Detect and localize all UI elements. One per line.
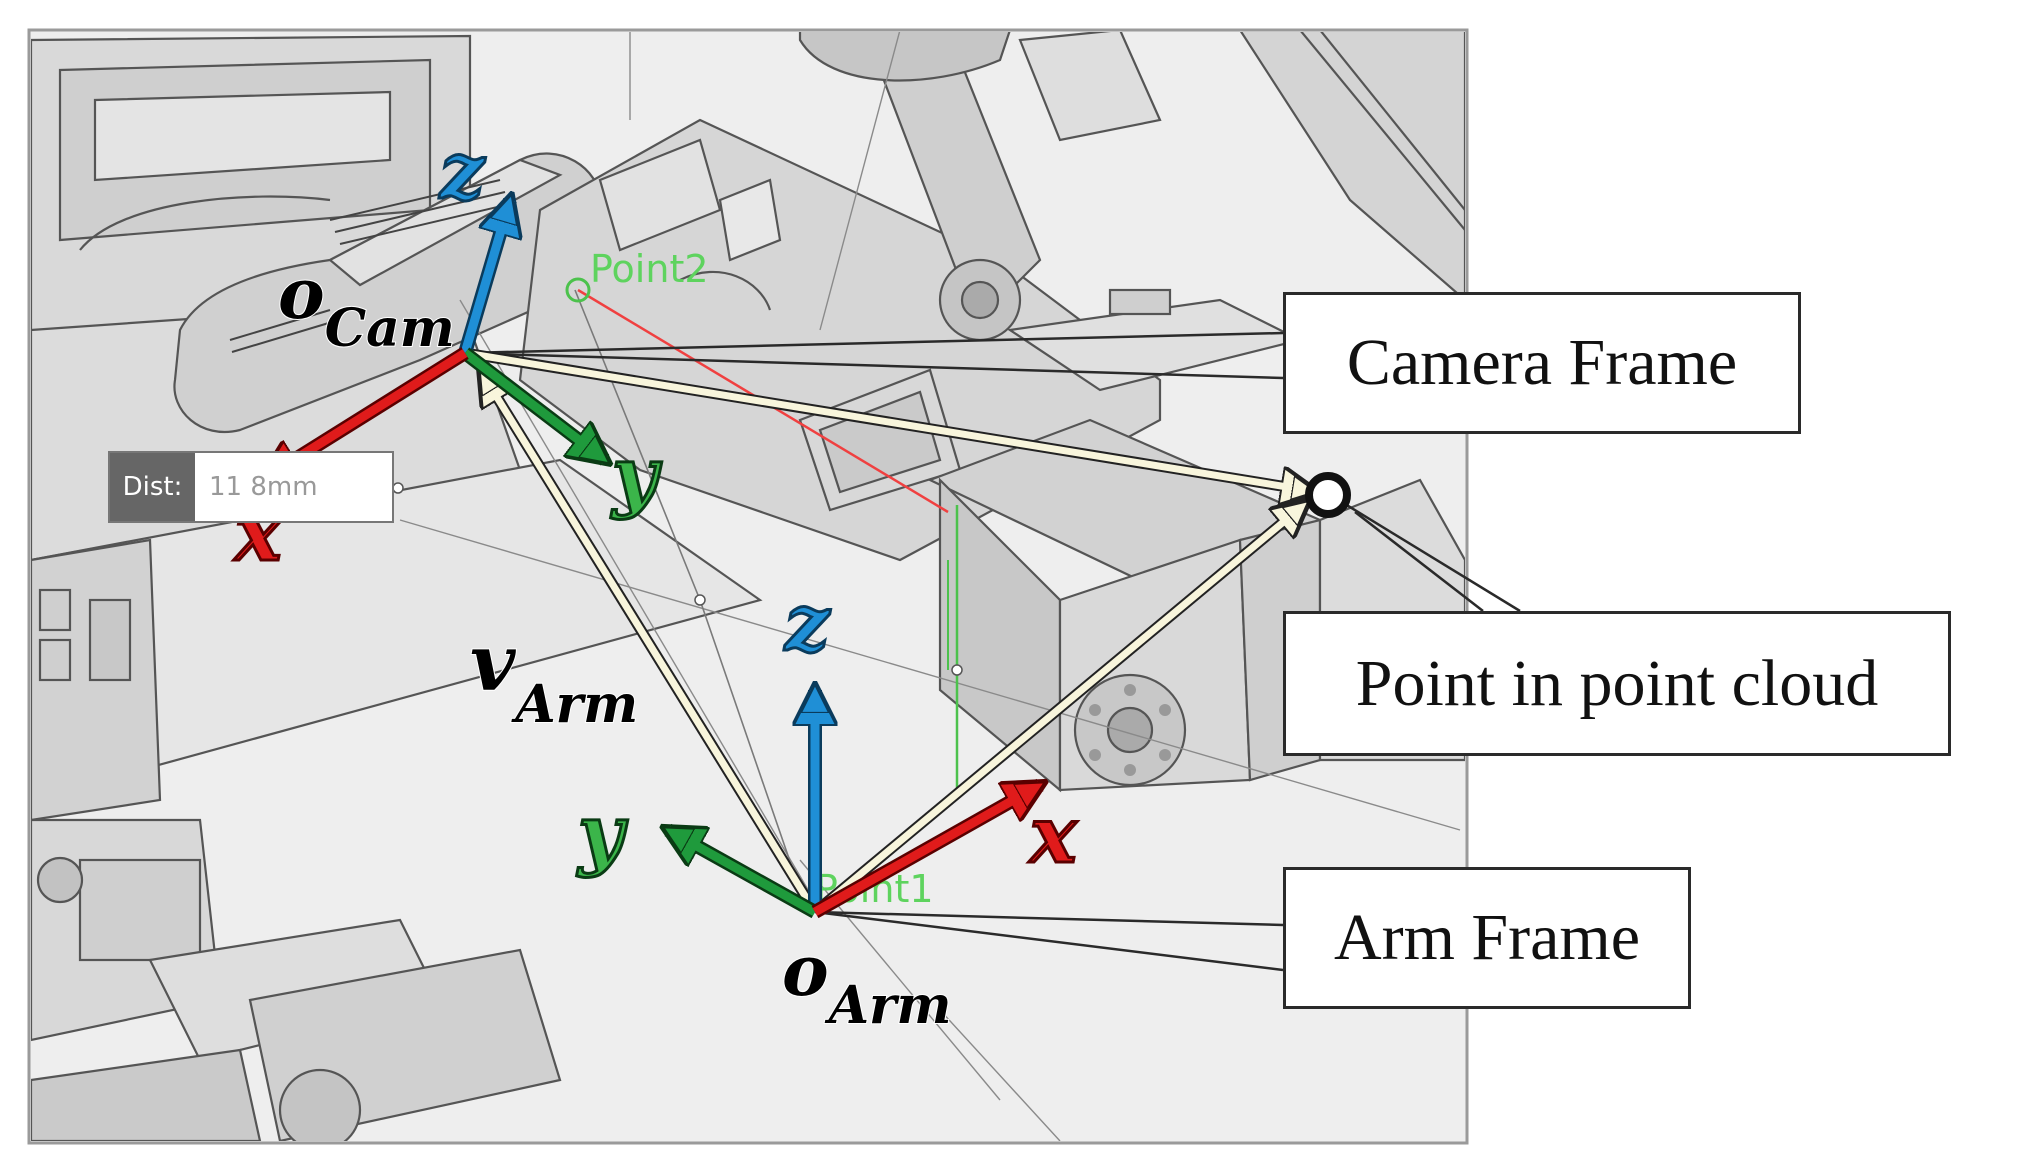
arm-frame-callout: Arm Frame bbox=[1283, 867, 1691, 1009]
cam-z-label: z bbox=[438, 126, 486, 217]
callout-leaders bbox=[464, 331, 1521, 972]
cad-screenshot: Point2 Point1 bbox=[27, 28, 1469, 1145]
arm-z-label: z bbox=[783, 578, 831, 669]
point2-label: Point2 bbox=[590, 247, 709, 291]
vectors bbox=[464, 347, 1312, 917]
distance-readout: Dist: 11 8mm bbox=[108, 451, 394, 523]
distance-value: 11 8mm bbox=[209, 472, 318, 502]
o-arm-label: oArm bbox=[782, 929, 951, 1036]
arm-y-label: y bbox=[576, 788, 628, 879]
arm-x-label: x bbox=[1028, 790, 1078, 881]
distance-label: Dist: bbox=[110, 453, 195, 521]
o-cam-label: oCam bbox=[278, 252, 455, 359]
point-cloud-point bbox=[1305, 472, 1351, 518]
point2-marker bbox=[565, 277, 591, 303]
camera-frame-callout: Camera Frame bbox=[1283, 292, 1801, 434]
v-arm-label: vArm bbox=[470, 618, 638, 735]
cam-y-label: y bbox=[610, 430, 662, 521]
arm-frame-axes bbox=[668, 690, 1040, 919]
axis-labels: z y x z y x bbox=[232, 125, 1080, 883]
point-cloud-callout: Point in point cloud bbox=[1283, 611, 1951, 756]
frame-labels: oCam vArm oArm bbox=[277, 251, 952, 1037]
